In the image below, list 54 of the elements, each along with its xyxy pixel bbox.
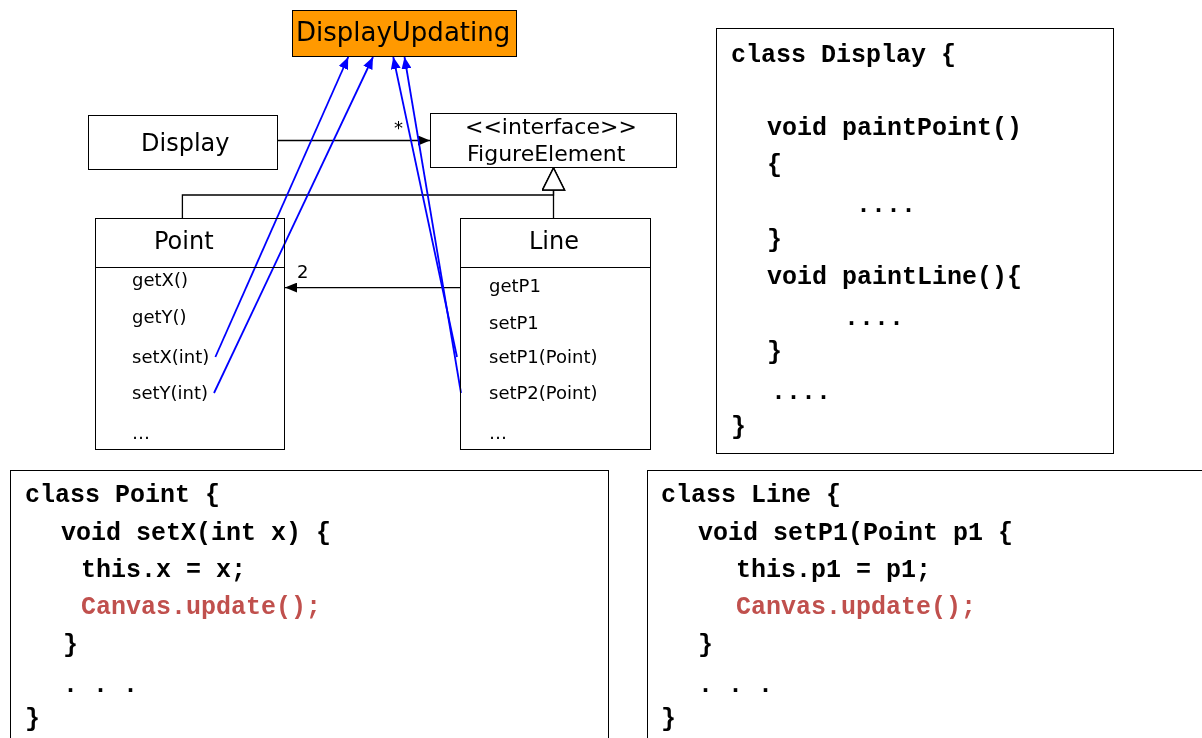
code-line: class Point {: [25, 483, 221, 508]
aspect-box: DisplayUpdating: [292, 10, 517, 57]
code-line: ....: [856, 193, 916, 218]
method-name: …: [489, 424, 507, 442]
method-name: setP2(Point): [489, 384, 598, 402]
code-line: Canvas.update();: [736, 595, 977, 620]
code-panel: [10, 470, 609, 738]
code-panel: [716, 28, 1114, 454]
code-line: void setX(int x) {: [61, 521, 332, 546]
class-name: Line: [529, 229, 579, 253]
arrow: [277, 135, 431, 146]
code-line: }: [698, 633, 713, 658]
arrow: [284, 282, 461, 293]
arrow: [401, 56, 462, 394]
code-line: }: [731, 415, 746, 440]
code-line: . . .: [63, 673, 138, 698]
class-box: [460, 218, 651, 450]
method-name: …: [132, 424, 150, 442]
code-line: class Display {: [731, 43, 957, 68]
method-name: setY(int): [132, 384, 209, 402]
code-line: ....: [771, 380, 831, 405]
arrow: [390, 56, 458, 358]
code-line: this.x = x;: [81, 558, 247, 583]
code-line: this.p1 = p1;: [736, 558, 932, 583]
code-line: void paintPoint(): [767, 116, 1023, 141]
code-line: void setP1(Point p1 {: [698, 521, 1014, 546]
class-box: Display: [88, 115, 278, 170]
code-line: Canvas.update();: [81, 595, 322, 620]
code-line: }: [767, 340, 782, 365]
inheritance-arrow: [541, 167, 566, 219]
class-box: [95, 218, 285, 450]
stereotype-label: <<interface>>: [465, 116, 637, 138]
code-line: . . .: [698, 673, 773, 698]
code-line: class Line {: [661, 483, 842, 508]
method-name: setP1: [489, 314, 539, 332]
code-line: }: [767, 228, 782, 253]
arrow: [213, 56, 374, 394]
method-name: getX(): [132, 271, 188, 289]
method-name: setP1(Point): [489, 348, 598, 366]
arrow: [214, 56, 350, 358]
class-name: Point: [154, 229, 214, 253]
interface-box: [430, 113, 677, 168]
class-name: FigureElement: [467, 143, 626, 165]
method-name: getY(): [132, 308, 187, 326]
multiplicity-label: 2: [297, 262, 309, 281]
code-line: }: [63, 633, 78, 658]
code-line: void paintLine(){: [767, 265, 1023, 290]
code-line: }: [25, 707, 40, 732]
code-line: }: [661, 707, 676, 732]
code-panel: [647, 470, 1202, 738]
method-name: setX(int): [132, 348, 210, 366]
code-line: {: [767, 153, 782, 178]
code-line: ....: [844, 306, 904, 331]
method-name: getP1: [489, 277, 541, 295]
